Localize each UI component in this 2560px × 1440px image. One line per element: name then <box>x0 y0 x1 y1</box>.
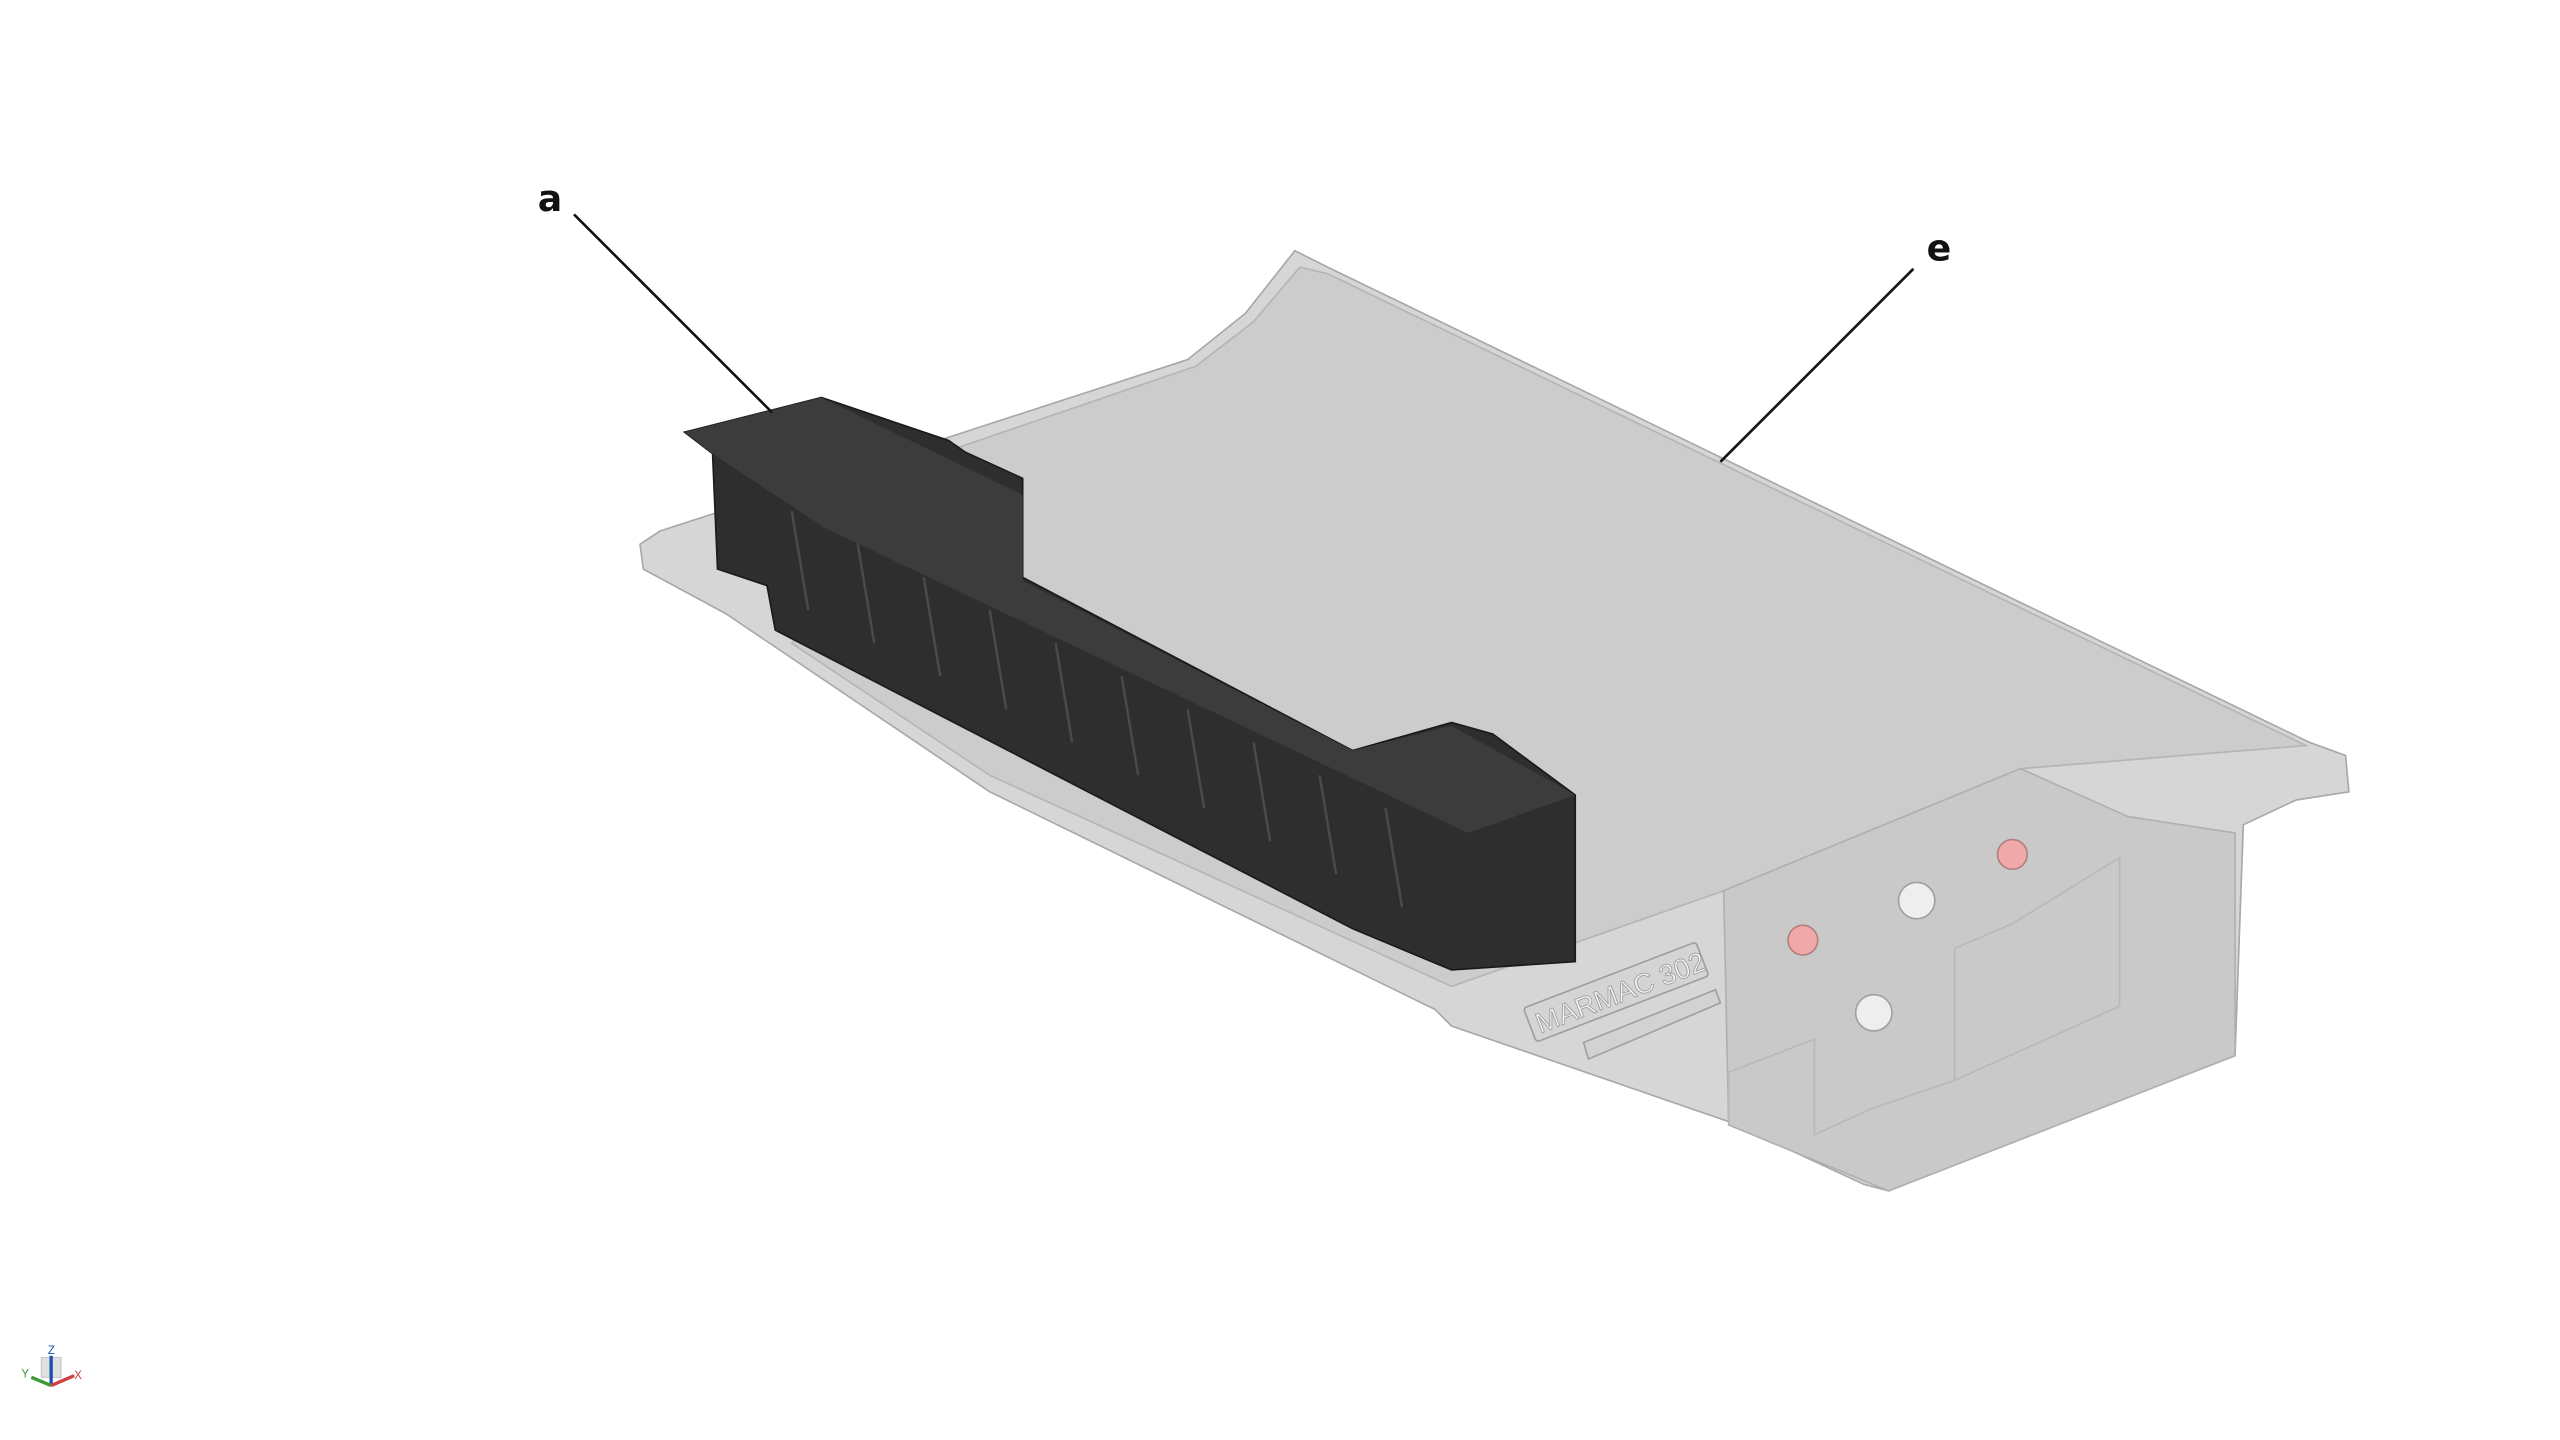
axis-y-label: Y <box>21 1368 29 1380</box>
white-knob-icon[interactable] <box>1897 881 1936 920</box>
red-button-icon[interactable] <box>1787 924 1819 956</box>
handle-rail <box>1582 988 1722 1061</box>
axis-triad-icon: Z Y X <box>21 1345 82 1388</box>
part-a <box>682 396 1577 971</box>
callout-label-e: e <box>1927 227 1952 270</box>
white-knob-icon[interactable] <box>1854 993 1893 1032</box>
leader-line-e <box>1719 267 1915 463</box>
body-edge-lines-2 <box>1727 1037 1816 1122</box>
axis-x-label: X <box>74 1370 82 1382</box>
part-a-top <box>684 397 1576 833</box>
axis-z-label: Z <box>48 1345 55 1357</box>
body-edge-lines <box>1813 856 2121 1137</box>
red-button-icon[interactable] <box>1996 838 2029 871</box>
leader-line-a <box>573 213 773 414</box>
assembly-body-e: MARMAC 302 <box>639 249 2350 1192</box>
callout-a: a <box>538 177 773 414</box>
part-a-ribs <box>790 511 1404 908</box>
callout-label-a: a <box>538 177 562 220</box>
callout-e: e <box>1719 227 1952 463</box>
body-front-face <box>1722 767 2236 1192</box>
